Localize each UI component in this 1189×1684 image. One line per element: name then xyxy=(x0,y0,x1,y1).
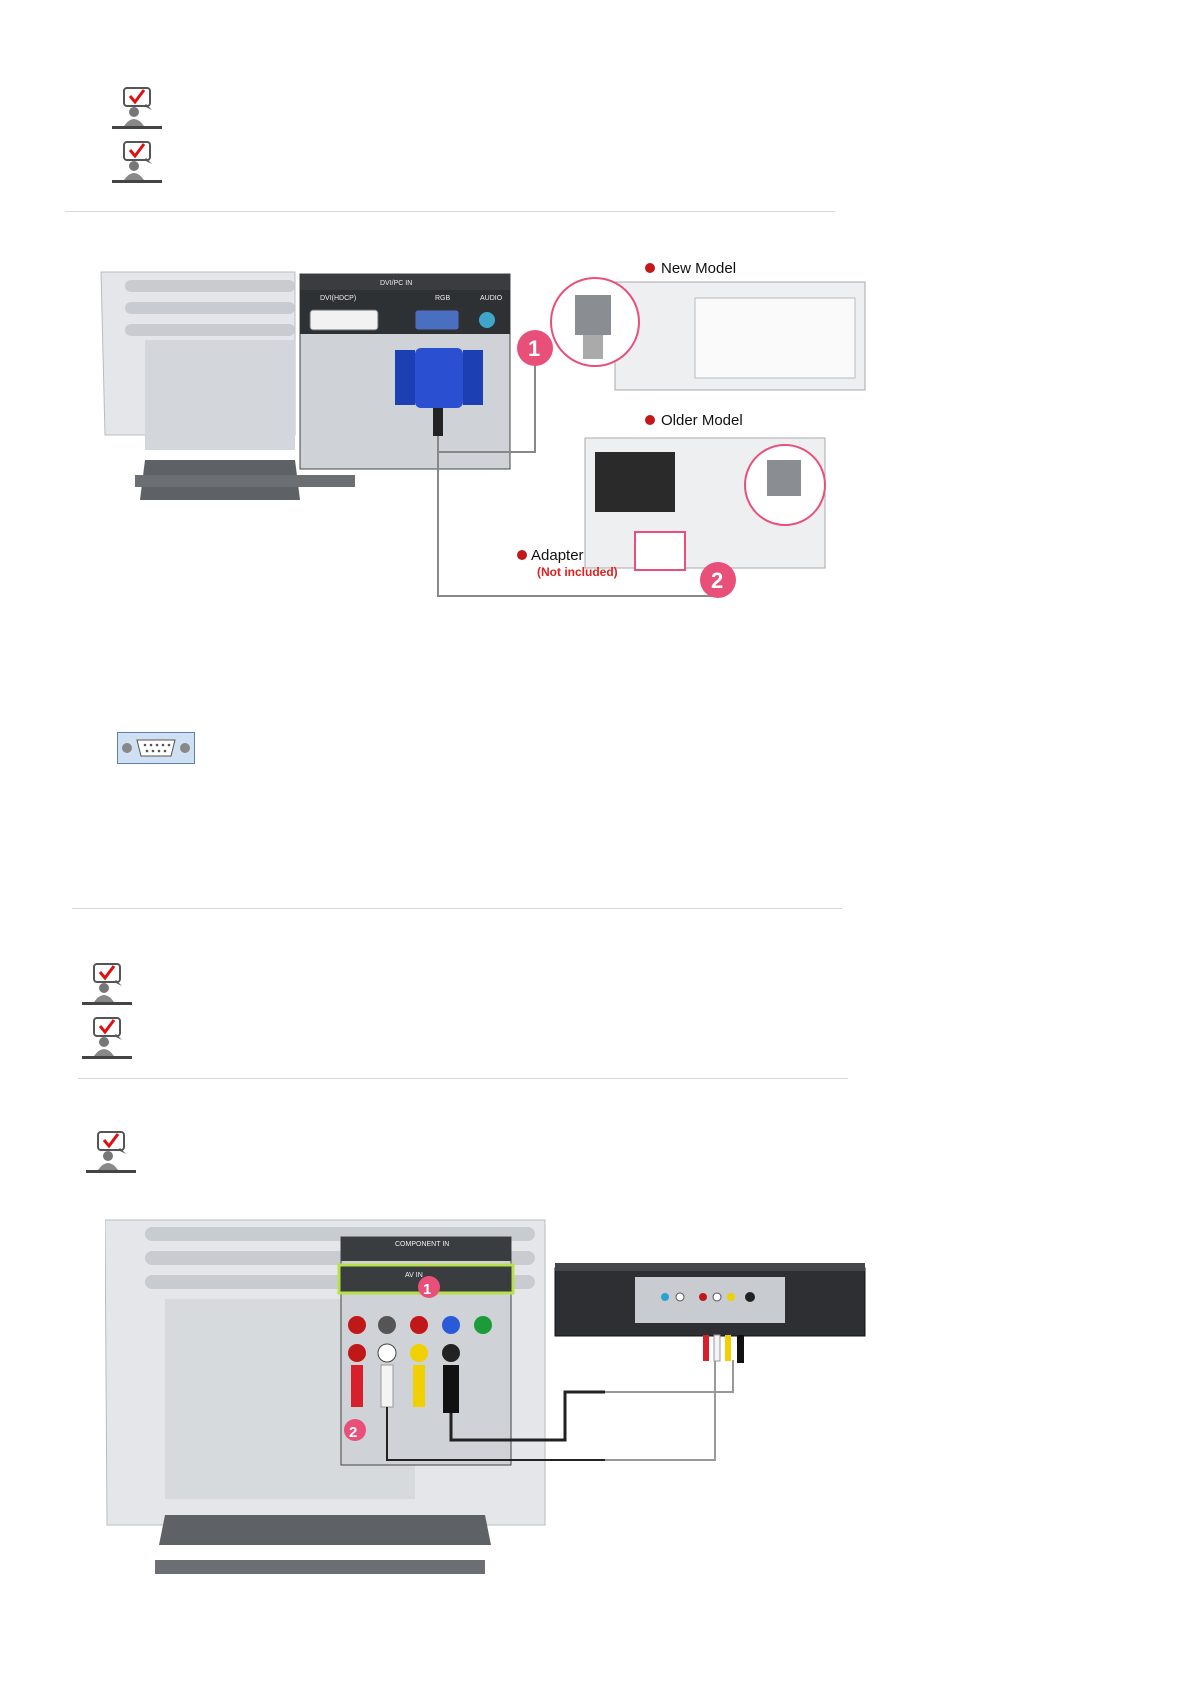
note-icon xyxy=(84,1130,140,1178)
note-icon xyxy=(80,962,136,1010)
av-connection-diagram: COMPONENT IN AV IN 1 2 xyxy=(105,1215,875,1585)
panel-title: DVI/PC IN xyxy=(380,280,412,287)
divider xyxy=(72,908,842,909)
older-model-label: Older Model xyxy=(661,412,743,429)
adapter-note: (Not included) xyxy=(537,565,618,579)
new-model-label: New Model xyxy=(661,260,736,277)
note-icon xyxy=(80,1016,136,1064)
note-icon xyxy=(110,86,166,134)
component-panel-label: COMPONENT IN xyxy=(395,1241,449,1248)
note-icon xyxy=(110,140,166,188)
step-1-badge: 1 xyxy=(528,336,540,361)
divider xyxy=(65,211,835,212)
adapter-label: Adapter xyxy=(531,547,584,564)
step-2-badge: 2 xyxy=(711,568,723,593)
port-audio-label: AUDIO xyxy=(480,295,503,302)
port-dvi-label: DVI(HDCP) xyxy=(320,295,356,302)
divider xyxy=(78,1078,848,1079)
d-sub-port-icon xyxy=(117,732,195,764)
step-1-badge: 1 xyxy=(423,1281,431,1298)
pc-connection-diagram: DVI/PC IN DVI(HDCP) RGB AUDIO 1 New Mode… xyxy=(95,260,875,660)
port-rgb-label: RGB xyxy=(435,295,451,302)
av-panel-label: AV IN xyxy=(405,1272,423,1279)
step-2-badge: 2 xyxy=(349,1424,357,1441)
